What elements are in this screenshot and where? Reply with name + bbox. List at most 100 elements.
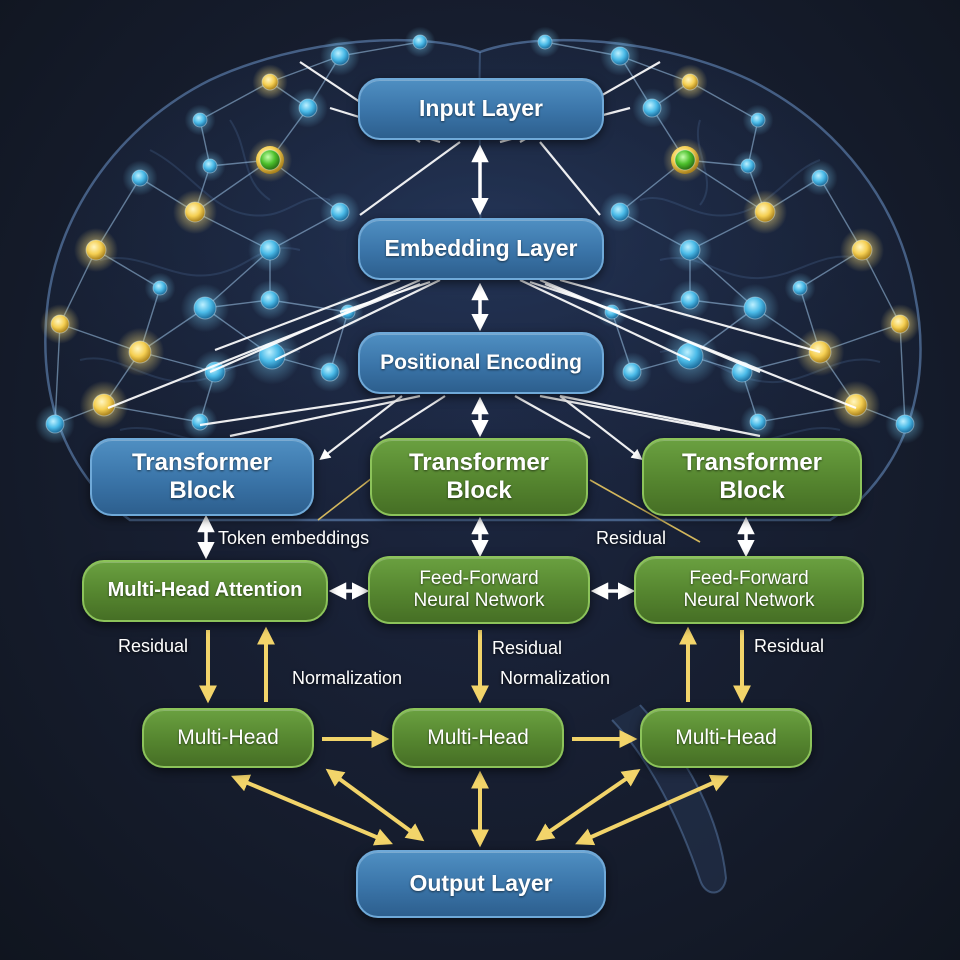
node-core xyxy=(202,158,218,174)
node-core xyxy=(192,112,208,128)
cyan-network-node xyxy=(742,104,774,136)
multi-head-attention-label: Multi-Head Attention xyxy=(107,579,303,602)
cyan-network-node xyxy=(529,26,561,58)
cyan-network-node xyxy=(248,228,292,272)
fan-line xyxy=(539,394,721,432)
node-core xyxy=(537,34,553,50)
fan-line xyxy=(559,278,821,354)
fan-line xyxy=(339,280,431,314)
cyan-network-node xyxy=(661,327,719,385)
node-core xyxy=(895,414,915,434)
node-core xyxy=(152,280,168,296)
cyan-network-node xyxy=(670,280,710,320)
node-core xyxy=(260,290,280,310)
fan-line xyxy=(514,395,591,439)
node-core xyxy=(792,280,808,296)
node-core xyxy=(754,201,776,223)
multi-head-right-box: Multi-Head xyxy=(640,708,812,768)
node-core xyxy=(642,98,662,118)
fan-line xyxy=(539,141,601,216)
cyan-network-node xyxy=(632,88,672,128)
node-core xyxy=(193,296,217,320)
normalization-left-label: Normalization xyxy=(292,668,403,688)
brain-fold xyxy=(149,149,331,217)
residual-left-label: Residual xyxy=(118,636,189,656)
fan-line xyxy=(107,282,421,410)
cyan-network-node xyxy=(732,150,764,182)
multi-head-center-label: Multi-Head xyxy=(427,725,529,749)
fan-line xyxy=(519,279,691,361)
embedding-layer-label: Embedding Layer xyxy=(384,235,578,262)
brain-fold xyxy=(639,159,821,217)
node-core xyxy=(191,413,209,431)
node-core xyxy=(844,393,868,417)
fan-arrow-left xyxy=(319,395,403,461)
node-core xyxy=(622,362,642,382)
positional-encoding-label: Positional Encoding xyxy=(380,350,582,374)
fan-line xyxy=(199,394,396,427)
gold-network-node xyxy=(74,228,118,272)
cyan-network-node xyxy=(802,160,838,196)
cyan-network-node xyxy=(35,404,75,444)
gold-network-node xyxy=(743,190,787,234)
input-layer-label: Input Layer xyxy=(419,95,543,122)
node-core xyxy=(811,169,829,187)
node-core xyxy=(131,169,149,187)
node-core xyxy=(674,149,696,171)
arrow-output-mh-left-outer xyxy=(231,774,393,846)
node-core xyxy=(261,73,279,91)
fan-line xyxy=(359,141,461,216)
fan-line xyxy=(229,394,421,438)
cyan-network-node xyxy=(668,228,712,272)
cyan-network-node xyxy=(288,88,328,128)
residual-right-label: Residual xyxy=(754,636,825,656)
embedding-layer-box: Embedding Layer xyxy=(358,218,604,280)
multi-head-left-box: Multi-Head xyxy=(142,708,314,768)
positional-encoding-box: Positional Encoding xyxy=(358,332,604,394)
fan-line xyxy=(274,279,441,361)
node-core xyxy=(610,202,630,222)
node-core xyxy=(184,201,206,223)
multi-head-left-label: Multi-Head xyxy=(177,725,279,749)
node-core xyxy=(749,413,767,431)
cyan-network-node xyxy=(243,327,301,385)
gold-network-node xyxy=(672,64,708,100)
node-core xyxy=(298,98,318,118)
input-layer-box: Input Layer xyxy=(358,78,604,140)
arrow-output-mh-right-inner xyxy=(535,768,641,842)
gold-network-node xyxy=(173,190,217,234)
cyan-network-node xyxy=(885,404,925,444)
cyan-network-node xyxy=(184,104,216,136)
multi-head-attention-box: Multi-Head Attention xyxy=(82,560,328,622)
arrow-output-mh-left-inner xyxy=(325,768,425,842)
cyan-network-node xyxy=(194,150,226,182)
node-core xyxy=(259,239,281,261)
cyan-network-node xyxy=(600,36,640,76)
residual-center-label: Residual xyxy=(492,638,563,658)
normalization-center-label: Normalization xyxy=(500,668,611,688)
thin-connector-left xyxy=(317,477,373,521)
node-core xyxy=(851,239,873,261)
node-core xyxy=(412,34,428,50)
cyan-network-node xyxy=(122,160,158,196)
cyan-network-node xyxy=(740,404,776,440)
node-core xyxy=(330,202,350,222)
cyan-network-node xyxy=(730,283,780,333)
node-core xyxy=(750,112,766,128)
cyan-network-node xyxy=(404,26,436,58)
fan-arrow-right xyxy=(559,395,643,461)
node-core xyxy=(610,46,630,66)
cyan-network-node xyxy=(182,404,218,440)
node-core xyxy=(50,314,70,334)
fan-line xyxy=(379,395,446,439)
cyan-network-node xyxy=(600,192,640,232)
cyan-network-node xyxy=(320,36,360,76)
node-core xyxy=(259,149,281,171)
cyan-network-node xyxy=(320,192,360,232)
